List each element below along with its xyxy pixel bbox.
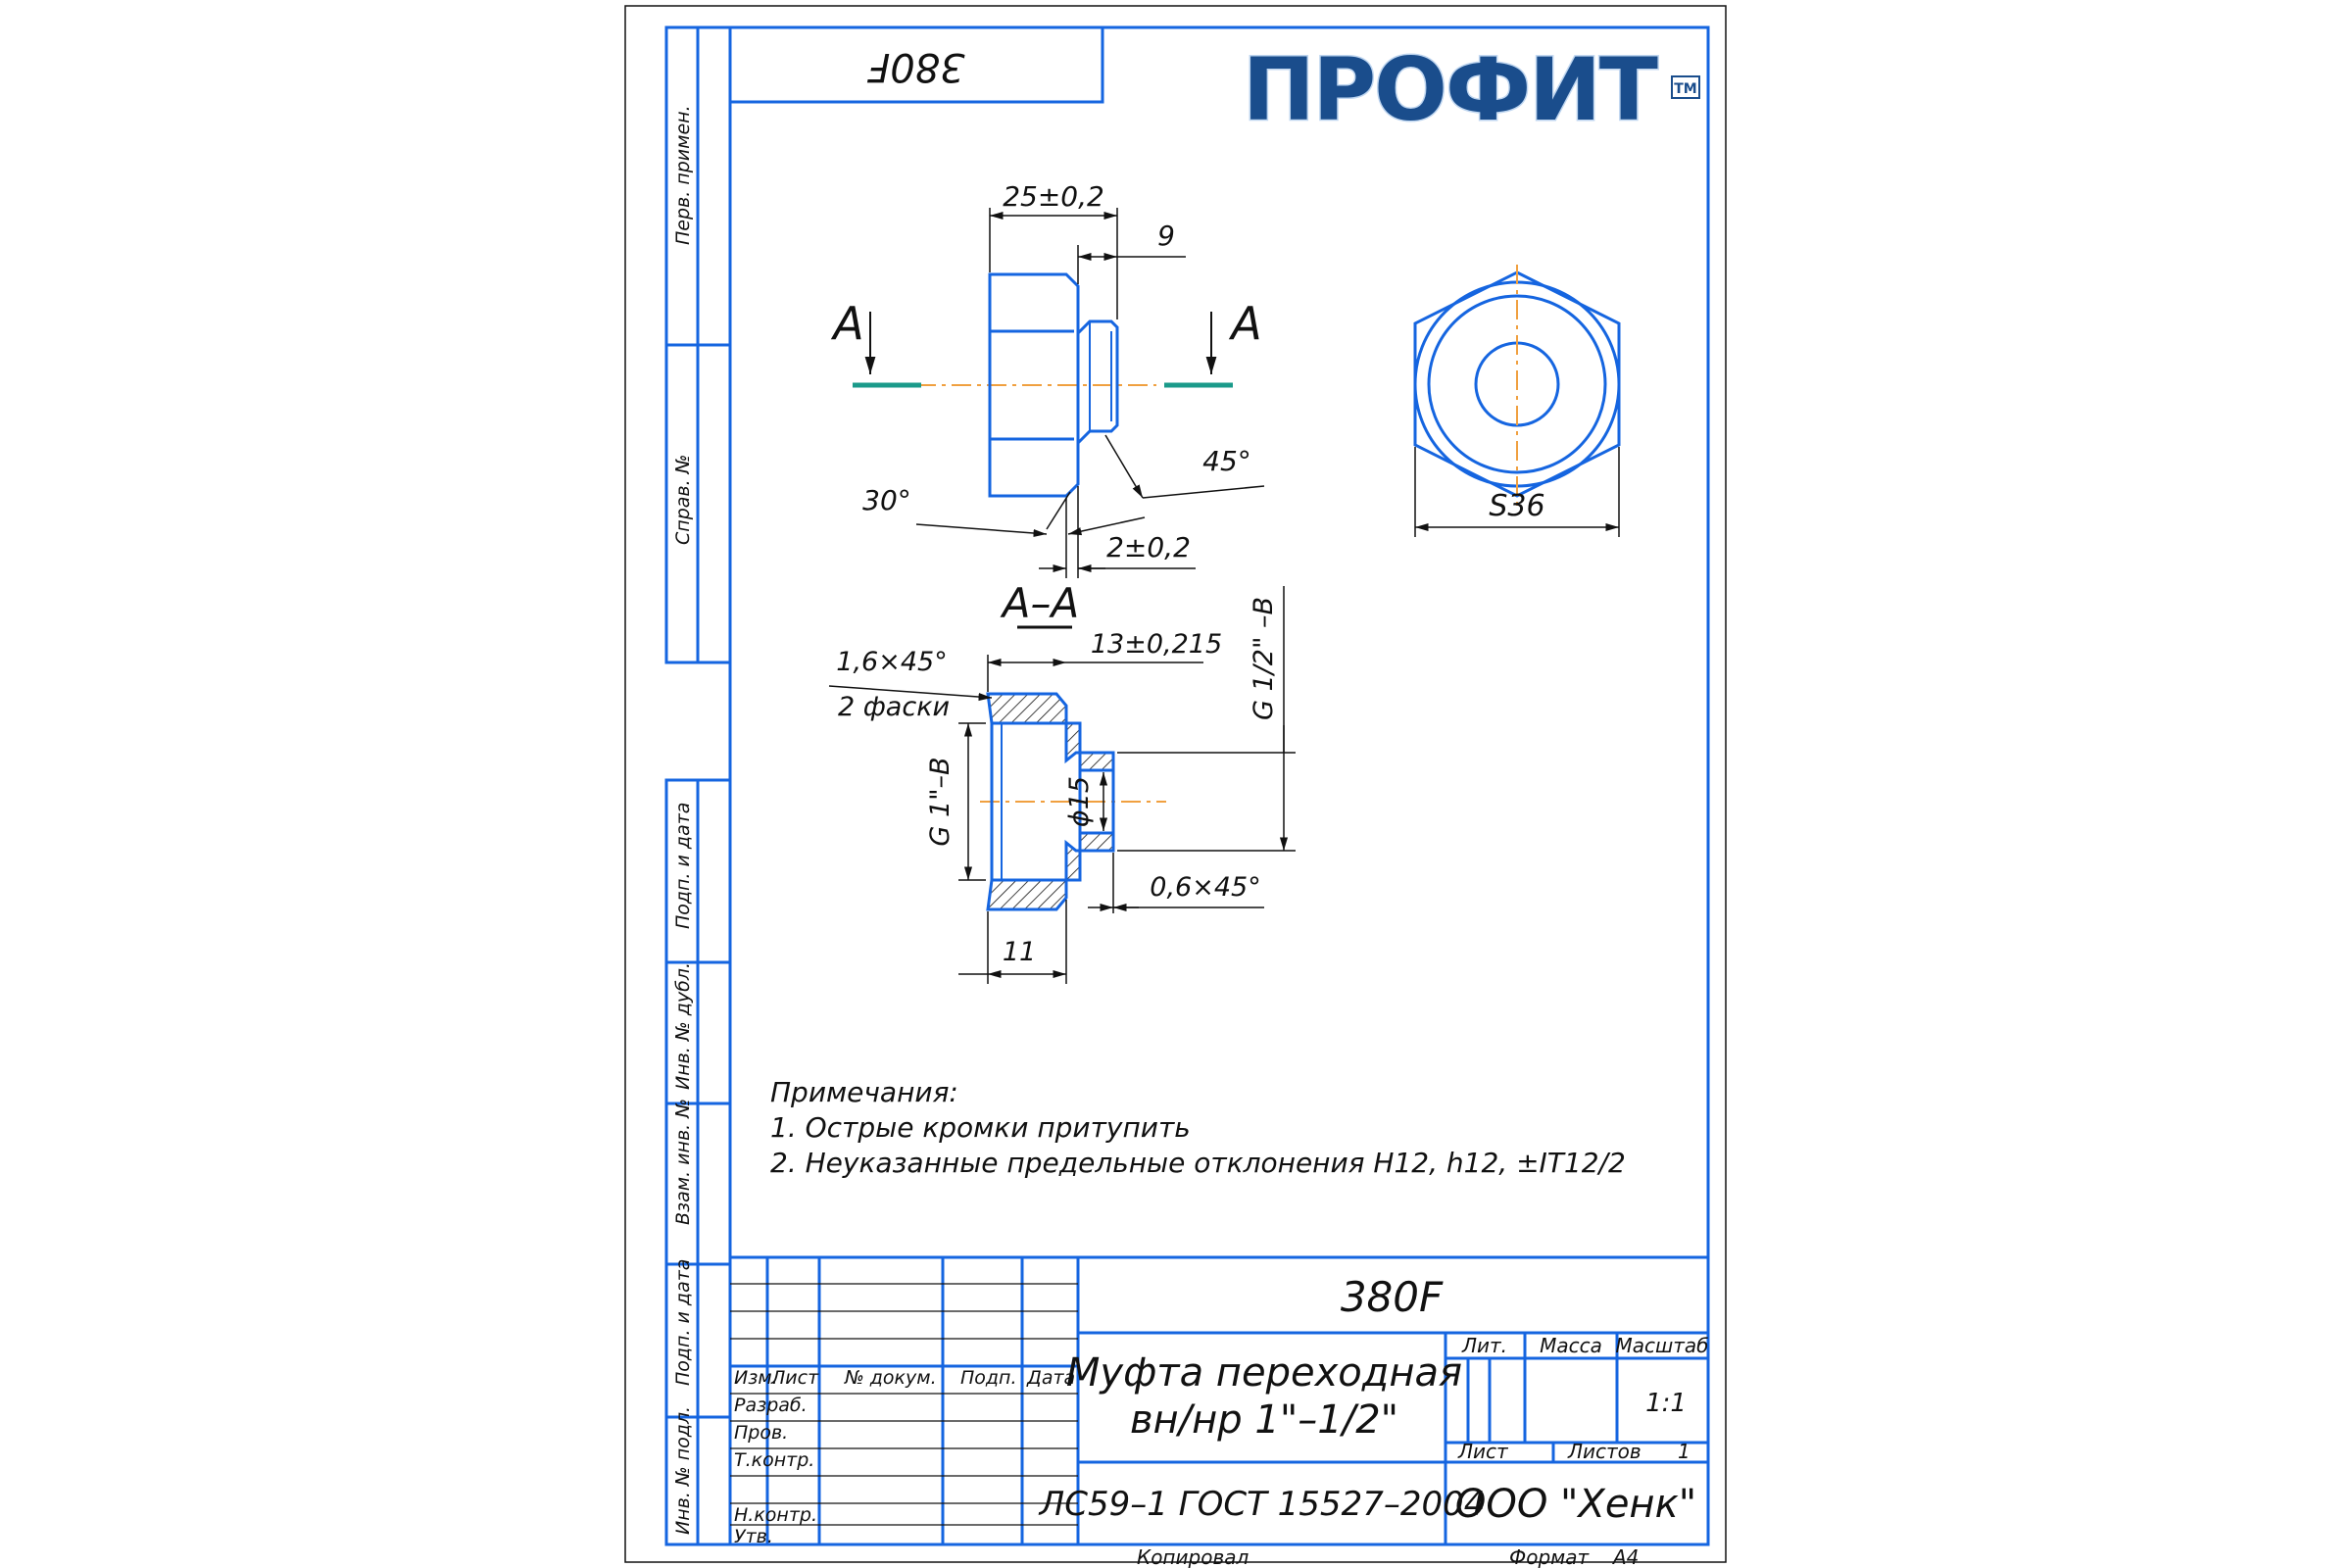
tb-format-label: Формат [1509, 1545, 1590, 1568]
tb-name-line1: Муфта переходная [1066, 1350, 1462, 1396]
stamp-rotated: 380F [866, 44, 964, 89]
tb-massa: Масса [1540, 1334, 1602, 1357]
drawing-frame [728, 25, 1710, 1546]
title-block: 380F Муфта переходная вн/нр 1"–1/2" ЛС59… [730, 1255, 1709, 1568]
tb-row-nkontr: Н.контр. [734, 1504, 817, 1526]
tb-row-prov: Пров. [734, 1422, 788, 1444]
dim-length: 25±0,2 [1003, 180, 1104, 213]
tb-col-doc: № докум. [844, 1367, 937, 1389]
dim-thread-len: 9 [1157, 220, 1175, 252]
dim-angle-30: 30° [862, 484, 911, 516]
thread-small: G 1/2" –B [1249, 597, 1279, 720]
tb-company: ООО "Хенк" [1455, 1482, 1696, 1527]
chamfer-note: 1,6×45° [836, 647, 947, 677]
tb-col-data: Дата [1026, 1367, 1075, 1389]
tb-format-value: А4 [1611, 1545, 1639, 1568]
tb-row-tkontr: Т.контр. [734, 1449, 814, 1471]
thread-big: G 1"–B [925, 757, 956, 846]
side-view: 25±0,2 9 45° 30° 2±0,2 А А [830, 180, 1265, 578]
tb-row-utv: Утв. [734, 1526, 773, 1547]
profit-logo: ПРОФИТ TM [1242, 38, 1700, 142]
notes: Примечания: 1. Острые кромки притупить 2… [770, 1076, 1626, 1179]
tb-list-label: Лист [1457, 1440, 1509, 1463]
logo-tm: TM [1674, 81, 1696, 97]
dim-gap: 2±0,2 [1106, 531, 1191, 564]
tb-lit: Лит. [1461, 1334, 1507, 1357]
stamp-box [728, 25, 1104, 104]
dim-overall: 13±0,215 [1091, 629, 1222, 660]
dim-bore: ϕ15 [1064, 776, 1095, 827]
tb-listov-label: Листов [1567, 1440, 1642, 1463]
tb-kopiroval: Копировал [1137, 1545, 1249, 1568]
dim-hex-s: S36 [1489, 489, 1544, 523]
tb-row-razrab: Разраб. [734, 1395, 808, 1416]
notes-heading: Примечания: [770, 1076, 958, 1108]
tb-listov-value: 1 [1678, 1440, 1690, 1463]
section-letter-right: А [1228, 297, 1261, 350]
section-letter-left: А [830, 297, 863, 350]
side-label-podp-i-data-2: Подп. и дата [672, 1259, 694, 1386]
side-labels: Перв. примен. Справ. № Подп. и дата Инв.… [672, 105, 694, 1535]
dim-angle-45: 45° [1202, 445, 1251, 477]
chamfer-small: 0,6×45° [1150, 872, 1260, 903]
side-label-sprav-no: Справ. № [672, 455, 694, 545]
tb-col-izm: Изм. [734, 1367, 778, 1389]
side-label-vzam-inv-no: Взам. инв. № [672, 1099, 694, 1225]
tb-masshtab: Масштаб [1615, 1334, 1708, 1357]
tb-designation: 380F [1341, 1273, 1444, 1321]
tb-name-line2: вн/нр 1"–1/2" [1130, 1397, 1398, 1443]
dim-11: 11 [1003, 937, 1036, 967]
side-strip [664, 25, 732, 1546]
tb-col-list: Лист [770, 1367, 819, 1389]
side-label-inv-no-dubl: Инв. № дубл. [672, 962, 694, 1090]
sheet-outline [624, 5, 1727, 1563]
section-view: А–А 13±0,215 1,6×45° 2 фаски G 1"–B G 1/… [828, 579, 1296, 984]
note-1: 1. Острые кромки притупить [770, 1111, 1191, 1144]
side-label-podp-i-data-1: Подп. и дата [672, 803, 694, 929]
logo-text: ПРОФИТ [1243, 39, 1658, 140]
side-label-perv-primen: Перв. примен. [672, 105, 694, 245]
tb-col-podp: Подп. [960, 1367, 1017, 1389]
note-2: 2. Неуказанные предельные отклонения H12… [770, 1147, 1626, 1179]
side-label-inv-no-podl: Инв. № подл. [672, 1406, 694, 1535]
tb-material: ЛС59–1 ГОСТ 15527–2004 [1038, 1485, 1486, 1524]
chamfer-count: 2 фаски [838, 692, 950, 722]
section-title: А–А [1000, 579, 1079, 627]
tb-scale-value: 1:1 [1645, 1389, 1687, 1418]
hex-view: S36 [1413, 265, 1621, 537]
